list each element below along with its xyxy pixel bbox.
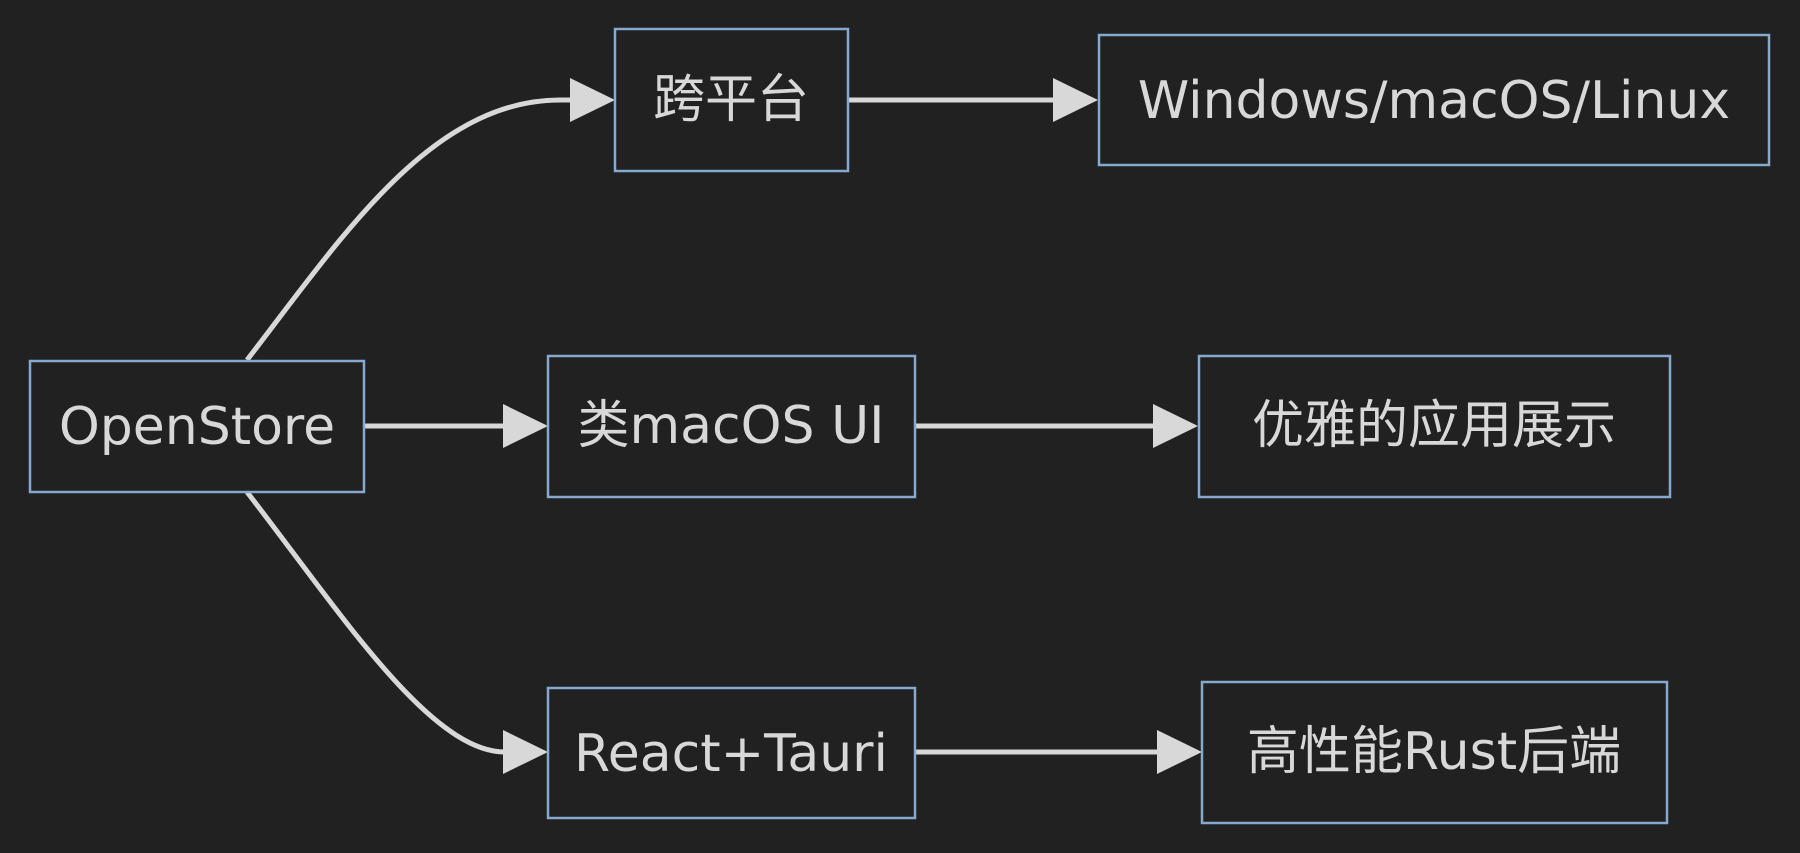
edges [245,78,1202,774]
node-platforms-box [1097,33,1771,167]
arrow-head-stack [503,730,548,774]
node-macos-ui[interactable]: 类macOS UI [546,354,917,499]
node-stack-box [546,686,917,820]
node-macos-ui-label: 类macOS UI [578,396,885,456]
node-elegant-display-label: 优雅的应用展示 [1252,396,1616,456]
node-platforms[interactable]: Windows/macOS/Linux [1097,33,1771,167]
node-rust-backend-box [1200,680,1669,825]
node-macos-ui-box [546,354,917,499]
node-root-box [28,359,366,494]
node-root[interactable]: OpenStore [28,359,366,494]
arrow-head-cross-platform [570,78,615,122]
node-stack[interactable]: React+Tauri [546,686,917,820]
arrow-head-elegant-display [1153,404,1198,448]
node-rust-backend[interactable]: 高性能Rust后端 [1200,680,1669,825]
arrow-head-platforms [1053,78,1098,122]
node-platforms-label: Windows/macOS/Linux [1138,71,1730,131]
node-elegant-display[interactable]: 优雅的应用展示 [1197,354,1672,499]
node-root-label: OpenStore [59,397,335,457]
node-cross-platform-box [613,27,850,173]
edge-root-to-stack [245,490,510,755]
node-rust-backend-label: 高性能Rust后端 [1247,722,1621,782]
node-elegant-display-box [1197,354,1672,499]
arrow-head-rust-backend [1157,730,1202,774]
edge-root-to-cross-platform [245,97,575,362]
node-stack-label: React+Tauri [574,724,888,784]
node-cross-platform-label: 跨平台 [653,70,809,130]
node-cross-platform[interactable]: 跨平台 [613,27,850,173]
arrow-head-macos-ui [503,404,548,448]
